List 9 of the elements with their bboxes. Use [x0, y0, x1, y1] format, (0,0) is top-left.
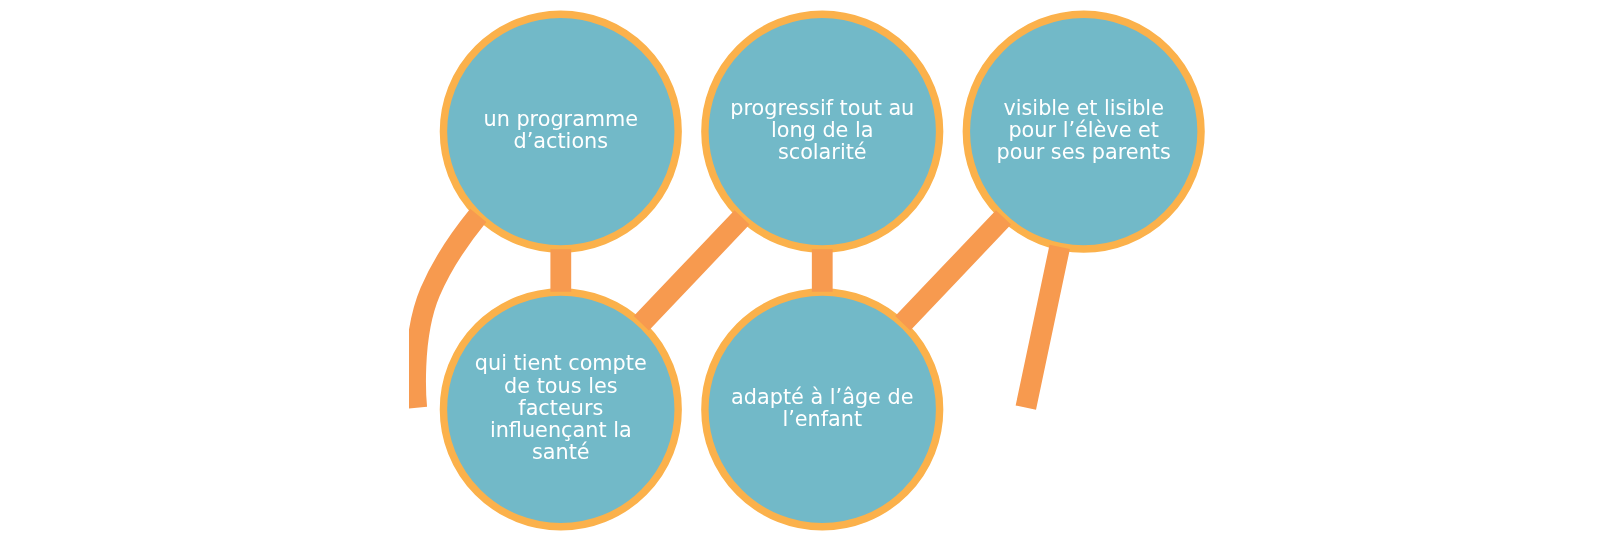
node-circle: progressif tout au long de la scolarité	[700, 10, 943, 253]
connector	[408, 208, 486, 409]
node-circle: un programme d’actions	[439, 10, 682, 253]
connector	[894, 210, 1011, 331]
node-circle: qui tient compte de tous les facteurs influençant la santé	[439, 288, 682, 531]
connector	[1015, 244, 1070, 410]
connector	[633, 210, 750, 331]
node-circle: visible et lisible pour l’élève et pour ses parents	[962, 10, 1205, 253]
node-circle: adapté à l’âge de l’enfant	[700, 288, 943, 531]
